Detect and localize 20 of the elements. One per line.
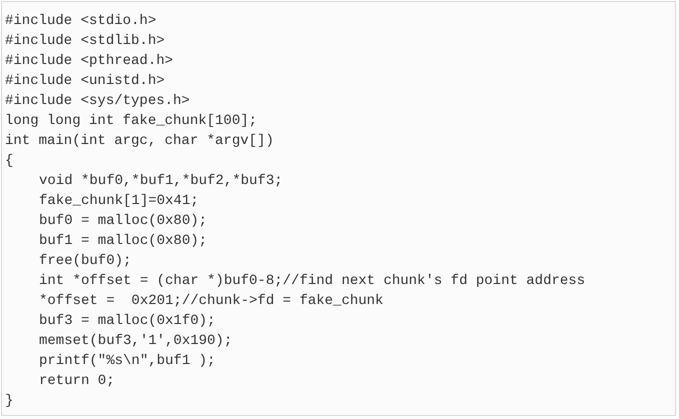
code-line: fake_chunk[1]=0x41; [39, 192, 199, 211]
code-line: #include <sys/types.h> [5, 92, 190, 111]
code-line: buf1 = malloc(0x80); [39, 232, 208, 251]
code-line: long long int fake_chunk[100]; [5, 112, 258, 131]
code-line: #include <stdlib.h> [5, 32, 165, 51]
code-line: int *offset = (char *)buf0-8;//find next chunk's fd point address [39, 272, 586, 291]
code-line: memset(buf3,'1',0x190); [39, 332, 232, 351]
code-line: #include <unistd.h> [5, 72, 165, 91]
code-line: void *buf0,*buf1,*buf2,*buf3; [39, 172, 283, 191]
code-line: buf0 = malloc(0x80); [39, 212, 208, 231]
code-line: buf3 = malloc(0x1f0); [39, 312, 216, 331]
code-line: *offset = 0x201;//chunk->fd = fake_chunk [39, 292, 384, 311]
code-line: printf("%s\n",buf1 ); [39, 352, 216, 371]
code-line: free(buf0); [39, 252, 132, 271]
code-line: #include <pthread.h> [5, 52, 174, 71]
code-line: #include <stdio.h> [5, 12, 156, 31]
code-line: { [5, 152, 14, 171]
code-line: } [5, 392, 14, 411]
code-line: return 0; [39, 372, 115, 391]
code-line: int main(int argc, char *argv[]) [5, 132, 274, 151]
